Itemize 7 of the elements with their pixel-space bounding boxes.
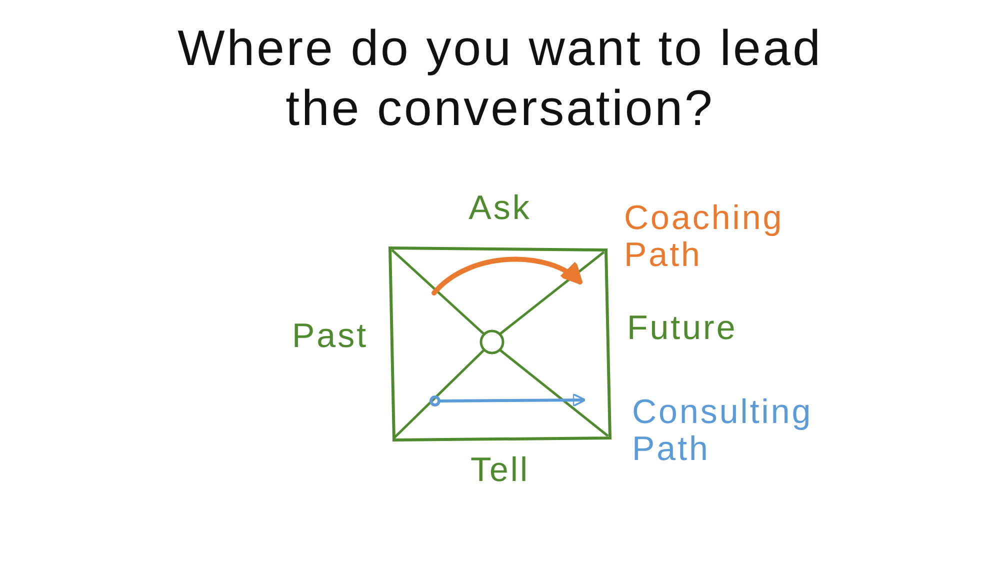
- axis-label: Future: [627, 310, 738, 348]
- axis-label: Tell: [469, 452, 531, 490]
- axis-label: Past: [292, 318, 370, 356]
- axis-label: Ask: [468, 190, 532, 228]
- axis-label: Consulting Path: [632, 394, 814, 469]
- title: Where do you want to lead the conversation?: [176, 19, 824, 138]
- axis-label: Coaching Path: [624, 200, 785, 275]
